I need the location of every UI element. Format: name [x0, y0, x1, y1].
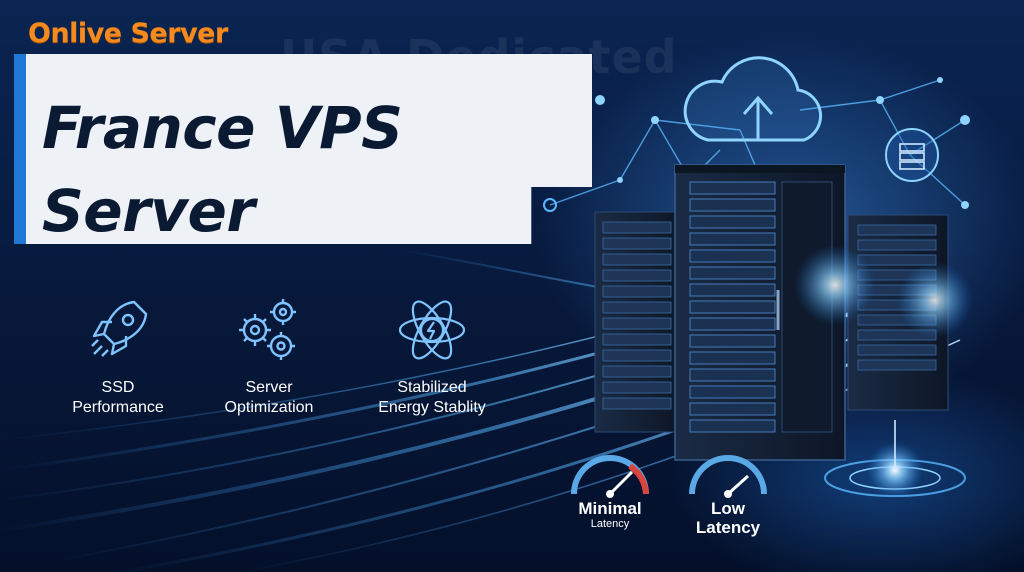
server-rack-left	[594, 211, 681, 433]
rocket-icon	[91, 300, 148, 357]
feature-energy-stability: Stabilized Energy Stablity	[352, 290, 512, 418]
feature-label-2: Performance	[72, 399, 164, 416]
feature-label-1: Server	[245, 379, 293, 396]
gauge-label-1: Low	[711, 499, 745, 518]
feature-label-2: Energy Stablity	[378, 399, 486, 416]
title-accent-bar	[14, 54, 26, 244]
title-panel: France VPS Server	[14, 54, 592, 244]
atom-energy-icon	[398, 300, 466, 360]
feature-server-optimization: Server Optimization	[189, 290, 349, 418]
speedometer-icon	[571, 455, 649, 498]
gauge-minimal-latency: Minimal Latency	[560, 448, 660, 530]
gauge-label-2: Latency	[590, 518, 630, 530]
brand-logo: Onlive Server	[28, 18, 228, 49]
light-burst	[897, 262, 973, 338]
feature-ssd-performance: SSD Performance	[38, 290, 198, 418]
feature-label-1: Stabilized	[397, 379, 467, 396]
gears-icon	[239, 299, 296, 360]
database-node-icon	[885, 128, 939, 182]
page-title-line-1: France VPS	[42, 94, 403, 162]
feature-label-2: Optimization	[224, 399, 314, 416]
light-burst	[795, 245, 875, 325]
gauge-low-latency: Low Latency	[678, 448, 778, 538]
gauge-label-1: Minimal	[578, 499, 642, 518]
network-graph	[549, 79, 966, 206]
speedometer-icon	[689, 455, 767, 498]
page-title-line-2: Server	[42, 177, 255, 245]
server-rack-right	[847, 214, 949, 411]
cloud-upload-icon	[683, 56, 823, 142]
gauge-label-2: Latency	[695, 518, 761, 537]
feature-label-1: SSD	[101, 379, 135, 396]
glow-platform	[824, 420, 966, 498]
